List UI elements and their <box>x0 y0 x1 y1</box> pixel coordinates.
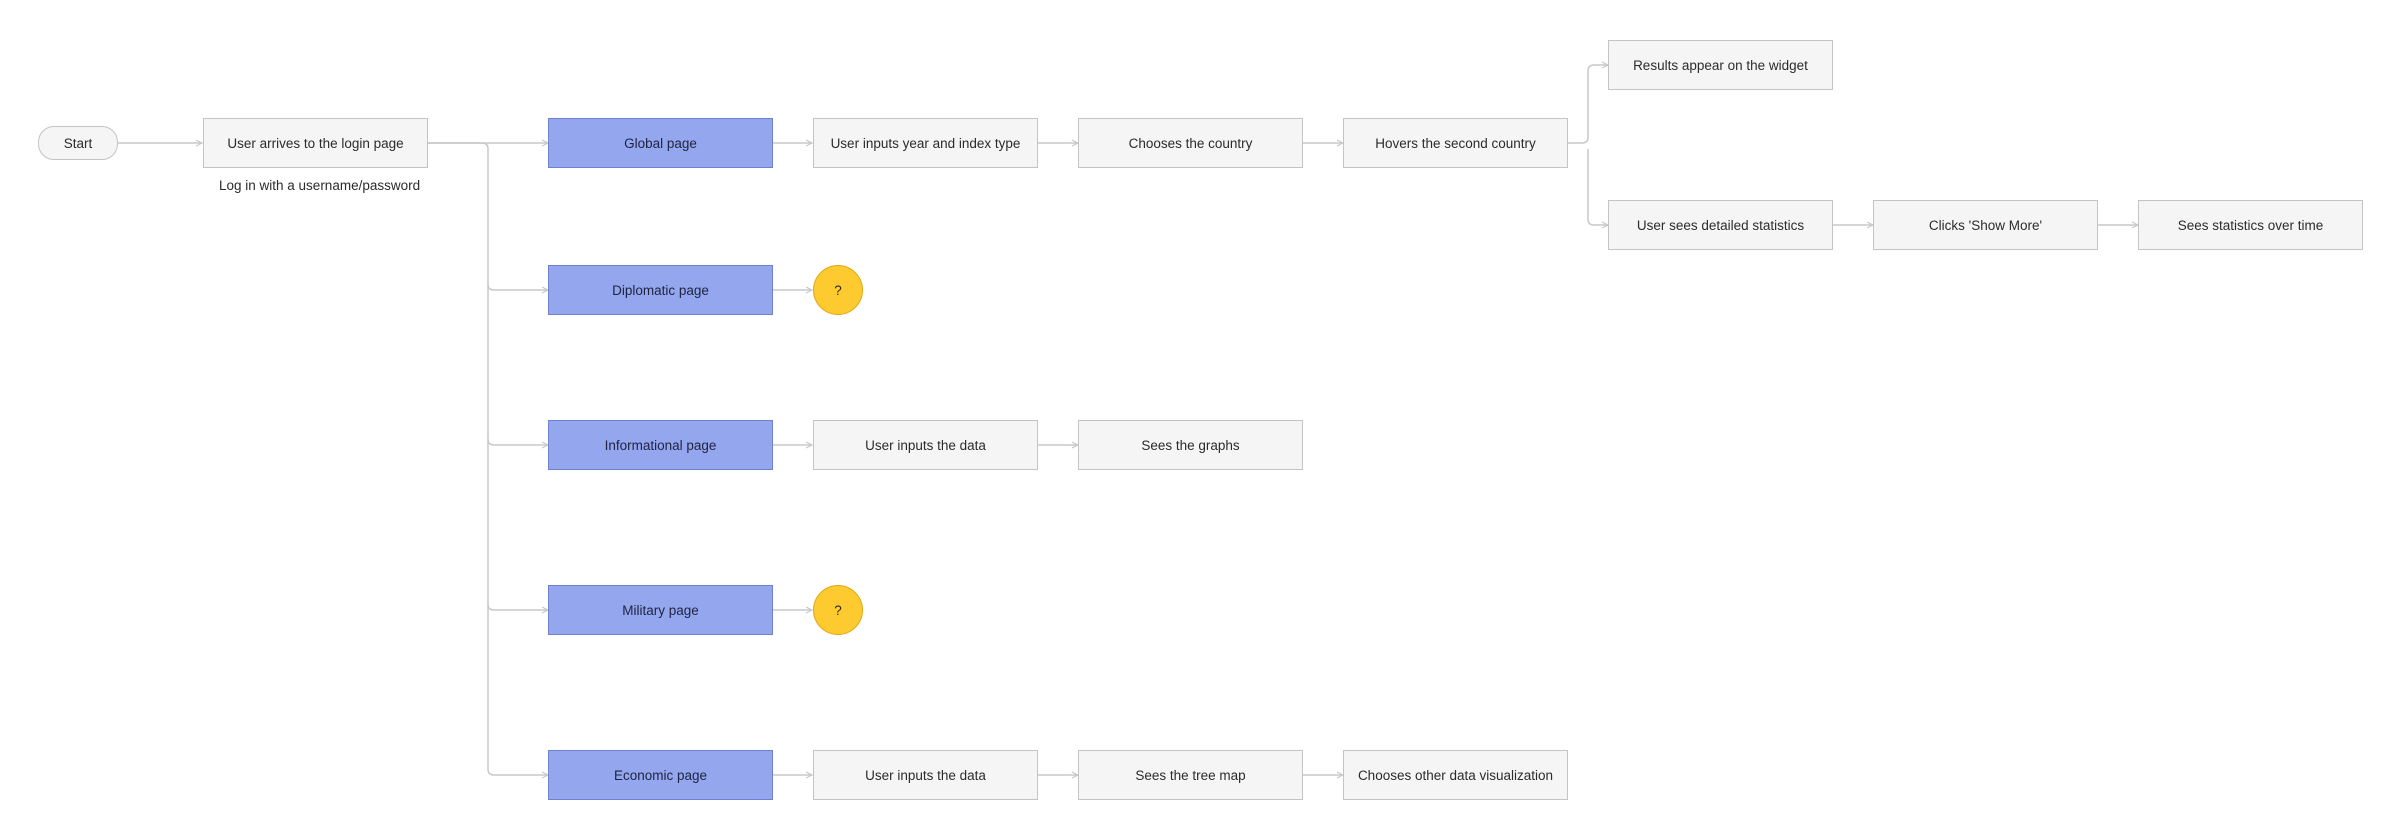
hovers-second-country-node[interactable]: Hovers the second country <box>1343 118 1568 168</box>
start-node[interactable]: Start <box>38 126 118 160</box>
detailed-statistics-node[interactable]: User sees detailed statistics <box>1608 200 1833 250</box>
military-page-node[interactable]: Military page <box>548 585 773 635</box>
global-page-node[interactable]: Global page <box>548 118 773 168</box>
edge-login-economic <box>487 604 548 775</box>
edge-hovers-results <box>1568 65 1608 144</box>
global-inputs-node[interactable]: User inputs year and index type <box>813 118 1038 168</box>
stats-over-time-node[interactable]: Sees statistics over time <box>2138 200 2363 250</box>
edge-hovers-detailed <box>1587 149 1608 225</box>
login-caption: Log in with a username/password <box>219 178 421 193</box>
informational-page-node[interactable]: Informational page <box>548 420 773 470</box>
edge-login-informational <box>487 284 548 445</box>
results-widget-node[interactable]: Results appear on the widget <box>1608 40 1833 90</box>
edge-login-diplomatic <box>428 142 548 290</box>
sees-graphs-node[interactable]: Sees the graphs <box>1078 420 1303 470</box>
show-more-node[interactable]: Clicks 'Show More' <box>1873 200 2098 250</box>
diplomatic-unknown-node[interactable]: ? <box>813 265 863 315</box>
chooses-country-node[interactable]: Chooses the country <box>1078 118 1303 168</box>
economic-page-node[interactable]: Economic page <box>548 750 773 800</box>
sees-treemap-node[interactable]: Sees the tree map <box>1078 750 1303 800</box>
econ-inputs-node[interactable]: User inputs the data <box>813 750 1038 800</box>
other-visualization-node[interactable]: Chooses other data visualization <box>1343 750 1568 800</box>
diplomatic-page-node[interactable]: Diplomatic page <box>548 265 773 315</box>
military-unknown-node[interactable]: ? <box>813 585 863 635</box>
info-inputs-node[interactable]: User inputs the data <box>813 420 1038 470</box>
login-page-node[interactable]: User arrives to the login page <box>203 118 428 168</box>
edge-login-military <box>487 439 548 610</box>
